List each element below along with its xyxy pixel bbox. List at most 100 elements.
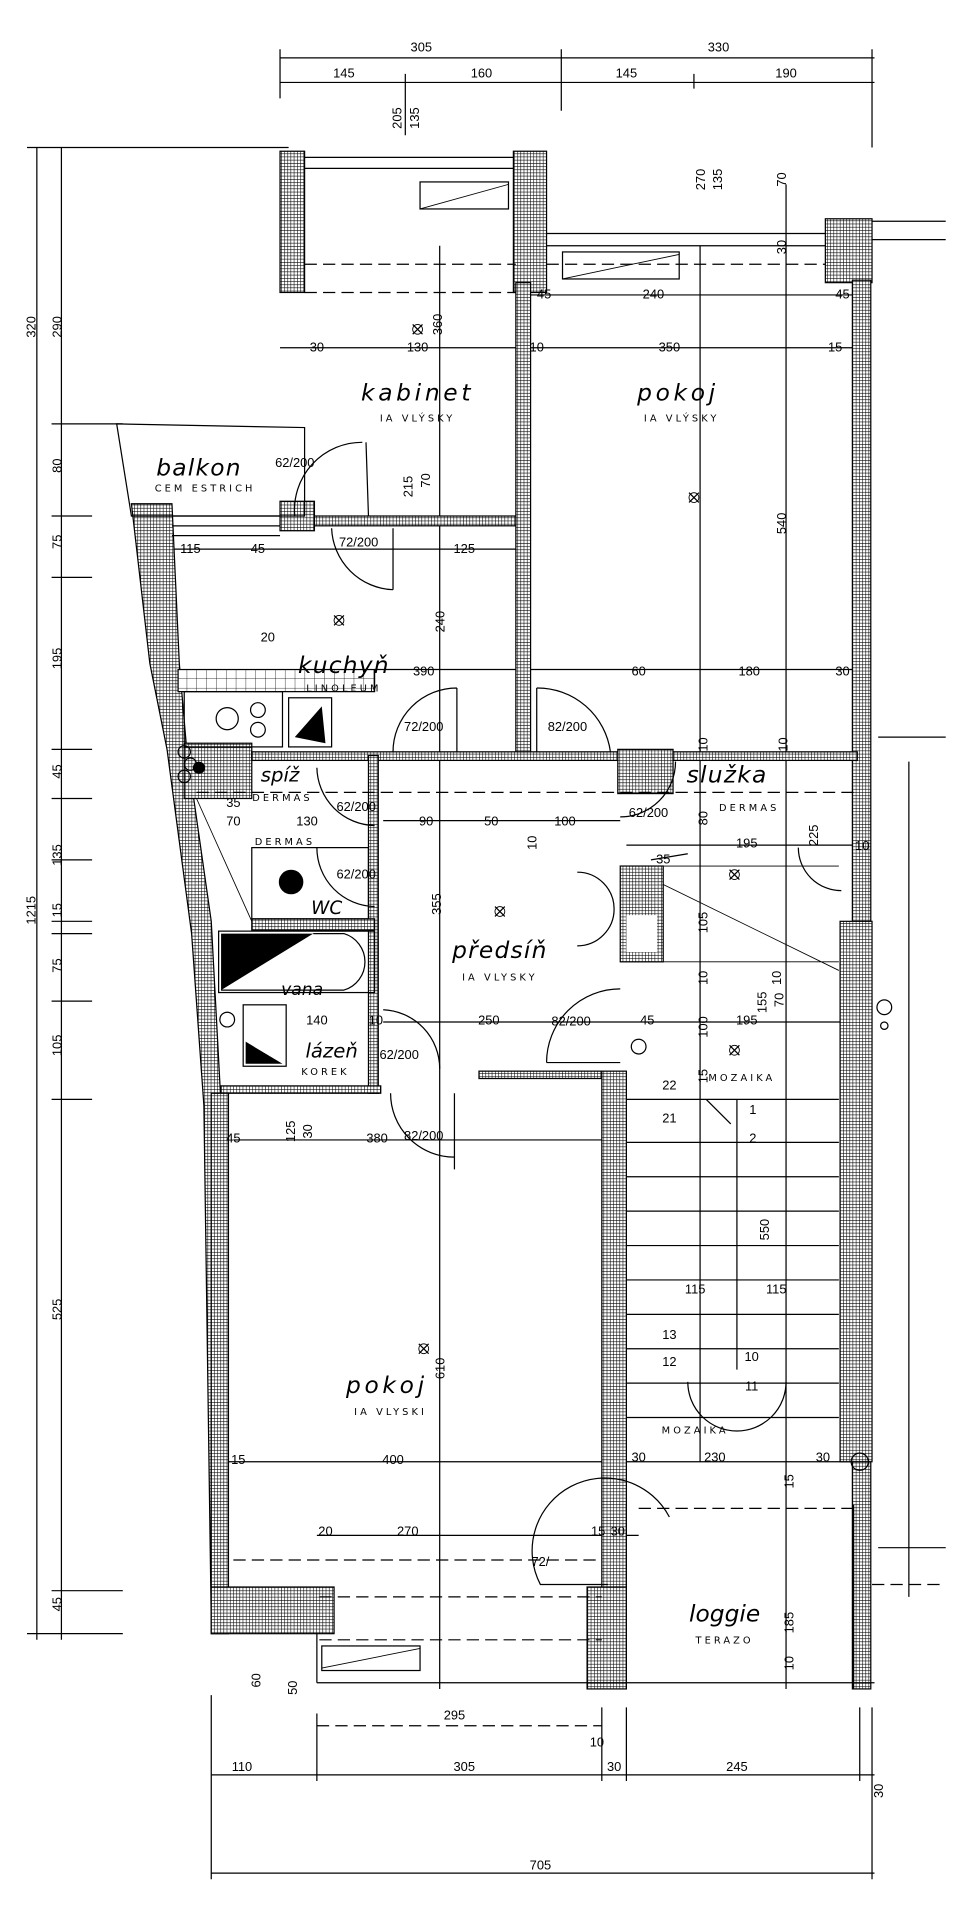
- dimension-label: 50: [285, 1681, 300, 1695]
- dimension-label: 10: [695, 971, 710, 985]
- wall-loggie-left: [586, 1586, 627, 1690]
- dimension-label: 195: [736, 1012, 757, 1027]
- dimension-label: 125: [283, 1121, 298, 1142]
- room-name-lazen: lázeň: [305, 1040, 357, 1063]
- room-name-vana: vana: [281, 980, 323, 1000]
- wall-stair-left: [601, 1070, 627, 1613]
- dimension-label: 60: [248, 1673, 263, 1687]
- ceiling-light-icon: [333, 615, 345, 626]
- wall-hall-bottom-2: [478, 1070, 603, 1080]
- room-name-balkon: balkon: [156, 453, 242, 481]
- dimension-label: 330: [708, 40, 729, 55]
- dimension-label: 35: [226, 795, 240, 810]
- floor-stair-mozaika: MOZAIKA: [662, 1425, 729, 1436]
- dimension-label: 125: [454, 541, 475, 556]
- dimension-label: 80: [49, 458, 64, 472]
- room-name-pokoj: pokoj: [636, 379, 719, 407]
- door-kitchen: [331, 528, 394, 591]
- dimension-label: 160: [471, 66, 492, 81]
- dimension-label: 90: [419, 814, 433, 829]
- ceiling-light-icon: [729, 1044, 740, 1056]
- dimension-label: 30: [774, 240, 789, 254]
- door-kitchen-hall: [392, 687, 458, 752]
- dimension-label: 10: [775, 737, 790, 751]
- dimension-label: 350: [659, 339, 680, 354]
- dimension-label: 130: [296, 814, 317, 829]
- dimension-label: 390: [413, 664, 434, 679]
- floor-loggie: TERAZO: [695, 1635, 754, 1646]
- door-lazen: [383, 1009, 441, 1069]
- dimension-label: 11: [745, 1378, 758, 1393]
- floor-spiz: DERMAS: [252, 793, 312, 804]
- dimension-label: 15: [828, 339, 842, 354]
- dimension-label: 115: [685, 1281, 706, 1296]
- wall-wc-bottom: [251, 918, 376, 931]
- dimension-label: 135: [710, 169, 725, 190]
- dimension-label: 45: [226, 1130, 240, 1145]
- dimension-label: 140: [306, 1012, 327, 1027]
- dimension-label: 82/200: [548, 719, 587, 734]
- dimension-label: 10: [530, 339, 544, 354]
- dimension-label: 50: [484, 814, 498, 829]
- room-name-loggie: loggie: [689, 1599, 760, 1627]
- door-entrance: [545, 988, 621, 1064]
- room-name-pokoj-lower: pokoj: [345, 1371, 428, 1399]
- dimension-label: 70: [418, 473, 433, 487]
- dimension-label: 270: [693, 169, 708, 190]
- floor-wc: DERMAS: [255, 837, 315, 848]
- dimension-label: 70: [772, 993, 787, 1007]
- dimension-label: 185: [781, 1612, 796, 1633]
- dimension-label: 10: [369, 1012, 383, 1027]
- dimension-label: 705: [530, 1857, 551, 1872]
- dimension-label: 145: [333, 66, 354, 81]
- dimension-label: 355: [429, 893, 444, 914]
- dimension-label: 290: [49, 316, 64, 337]
- door-loggie: [531, 1477, 670, 1586]
- dimension-label: 75: [49, 535, 64, 549]
- room-name-kuchyn: kuchyň: [298, 651, 390, 679]
- dimension-label: 30: [607, 1759, 621, 1774]
- ceiling-light-icon: [729, 869, 740, 880]
- dimension-label: 30: [300, 1124, 315, 1138]
- wall-sluzka-pillar: [617, 748, 674, 795]
- wall-sluzka-top: [672, 751, 858, 762]
- dimension-label: 320: [24, 316, 39, 337]
- floor-kuchyn: LINOLEUM: [306, 684, 381, 695]
- dimension-label: 15: [695, 1069, 710, 1083]
- floor-predsin: IA VLYSKY: [462, 972, 538, 983]
- dimension-label: 30: [611, 1523, 625, 1538]
- dimension-label: 105: [49, 1035, 64, 1056]
- dimension-label: 1215: [24, 896, 39, 925]
- dimension-label: 100: [554, 814, 575, 829]
- dimension-label: 45: [49, 764, 64, 778]
- dimension-label: 30: [632, 1450, 646, 1465]
- door-sluzka: [620, 761, 677, 818]
- dimension-label: 1: [749, 1102, 756, 1117]
- door-swings: [293, 441, 842, 1586]
- dimension-label: 10: [744, 1349, 758, 1364]
- floor-kabinet: IA VLÝSKY: [380, 411, 456, 424]
- door-wc: [316, 847, 375, 908]
- dimension-label: 15: [49, 903, 64, 917]
- dimension-label: 72/200: [404, 719, 443, 734]
- dimension-label: 115: [180, 541, 201, 556]
- walls: [130, 150, 873, 1690]
- dimension-label: 70: [226, 814, 240, 829]
- dimension-label: 110: [232, 1759, 253, 1774]
- wall-bottom-corner: [210, 1586, 335, 1635]
- dimension-label: 75: [49, 958, 64, 972]
- dimension-label: 15: [781, 1474, 796, 1488]
- dimension-label: 62/200: [275, 455, 314, 470]
- dimension-label: 80: [695, 811, 710, 825]
- dimension-label: 72/: [531, 1554, 549, 1569]
- wall-kitchen-top: [303, 515, 517, 527]
- dimension-label: 45: [537, 287, 551, 302]
- wall-hall-bottom: [220, 1085, 382, 1094]
- dimension-label: 240: [433, 611, 448, 632]
- dimension-label: 295: [444, 1708, 465, 1723]
- door-sluzka-right: [797, 847, 842, 892]
- dimension-label: 72/200: [339, 535, 378, 550]
- wall-kabinet-pokoj: [515, 282, 532, 760]
- ceiling-light-icon: [418, 1343, 430, 1355]
- dimension-label: 82/200: [404, 1128, 443, 1143]
